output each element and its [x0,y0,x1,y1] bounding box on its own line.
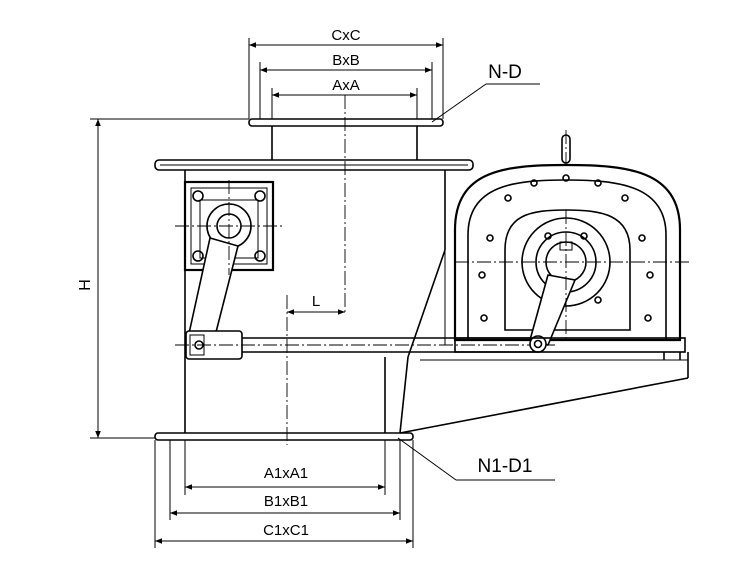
dim-b1xb1: B1xB1 [264,493,308,510]
connecting-rod [175,330,555,360]
drive-housing [453,130,690,360]
dim-h: H [77,279,94,291]
bottom-flange-leader [397,437,555,481]
left-actuator [175,180,285,341]
centre-lines [286,95,346,445]
support-frame [399,352,689,434]
dim-c1xc1: C1xC1 [263,522,309,539]
top-flange-leader [431,83,540,123]
top-flange [248,118,444,160]
dim-bxb: BxB [332,52,360,69]
callout-n-d: N-D [488,62,522,83]
dim-l: L [312,293,320,310]
dim-cxc: CxC [331,27,360,44]
bottom-dimensions [154,440,414,548]
dim-axa: AxA [332,77,360,94]
callout-n1-d1: N1-D1 [478,456,533,477]
dim-a1xa1: A1xA1 [264,465,308,482]
height-dimension [90,118,249,439]
upper-plate [154,159,474,171]
top-dimensions [248,38,444,119]
bottom-flange [154,432,414,441]
